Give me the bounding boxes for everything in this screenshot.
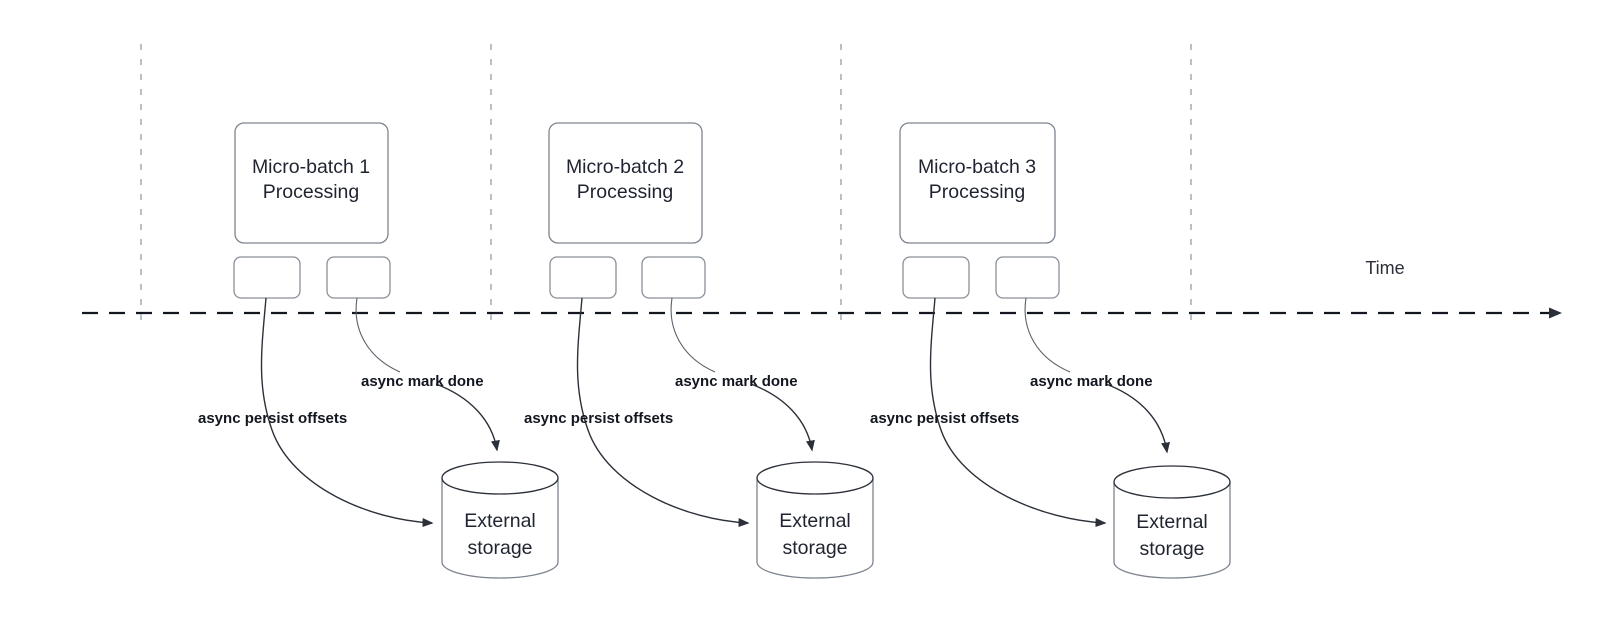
mb3-task-box-b[interactable] [995, 256, 1060, 299]
micro-batch-2-title-line2: Processing [577, 181, 673, 203]
mb3-persist-offsets-edge [929, 297, 1107, 528]
external-storage-2[interactable]: External storage [756, 461, 874, 579]
mb3-task-box-a[interactable] [902, 256, 970, 299]
external-storage-1[interactable]: External storage [441, 461, 559, 579]
micro-batch-1-group: Micro-batch 1 Processing async persist o… [198, 122, 559, 579]
micro-batch-3-title-line1: Micro-batch 3 [918, 156, 1036, 178]
mb1-mark-done-edge-upper [355, 297, 401, 373]
mb1-task-box-a[interactable] [233, 256, 301, 299]
mb1-persist-offsets-label: async persist offsets [198, 410, 347, 427]
external-storage-3-line2: storage [1139, 538, 1204, 560]
micro-batch-1-box[interactable] [234, 122, 389, 244]
mb1-task-box-b[interactable] [326, 256, 391, 299]
external-storage-3-line1: External [1136, 511, 1208, 533]
micro-batch-3-box[interactable] [899, 122, 1056, 244]
timeline-group: Time [82, 44, 1562, 327]
timeline-label: Time [1365, 258, 1404, 278]
mb3-mark-done-edge-upper [1024, 297, 1071, 373]
mb1-mark-done-edge-lower [435, 383, 500, 452]
mb1-mark-done-label: async mark done [361, 373, 484, 390]
external-storage-2-line1: External [779, 510, 851, 532]
mb3-mark-done-edge-lower [1105, 383, 1170, 454]
mb2-mark-done-label: async mark done [675, 373, 798, 390]
micro-batch-3-title-line2: Processing [929, 181, 1025, 203]
micro-batch-2-box[interactable] [548, 122, 703, 244]
micro-batch-2-title-line1: Micro-batch 2 [566, 156, 684, 178]
mb2-task-box-b[interactable] [641, 256, 706, 299]
micro-batch-2-group: Micro-batch 2 Processing async persist o… [524, 122, 874, 579]
mb2-persist-offsets-label: async persist offsets [524, 410, 673, 427]
micro-batch-3-group: Micro-batch 3 Processing async persist o… [870, 122, 1231, 579]
external-storage-2-line2: storage [782, 537, 847, 559]
mb2-mark-done-edge-upper [670, 297, 716, 373]
external-storage-1-line1: External [464, 510, 536, 532]
mb2-mark-done-edge-lower [750, 383, 815, 452]
external-storage-3[interactable]: External storage [1113, 465, 1231, 579]
mb3-mark-done-label: async mark done [1030, 373, 1153, 390]
mb3-persist-offsets-label: async persist offsets [870, 410, 1019, 427]
mb1-persist-offsets-edge [260, 297, 434, 528]
external-storage-1-line2: storage [467, 537, 532, 559]
mb2-task-box-a[interactable] [549, 256, 617, 299]
micro-batch-1-title-line1: Micro-batch 1 [252, 156, 370, 178]
mb2-persist-offsets-edge [576, 297, 750, 528]
micro-batch-1-title-line2: Processing [263, 181, 359, 203]
